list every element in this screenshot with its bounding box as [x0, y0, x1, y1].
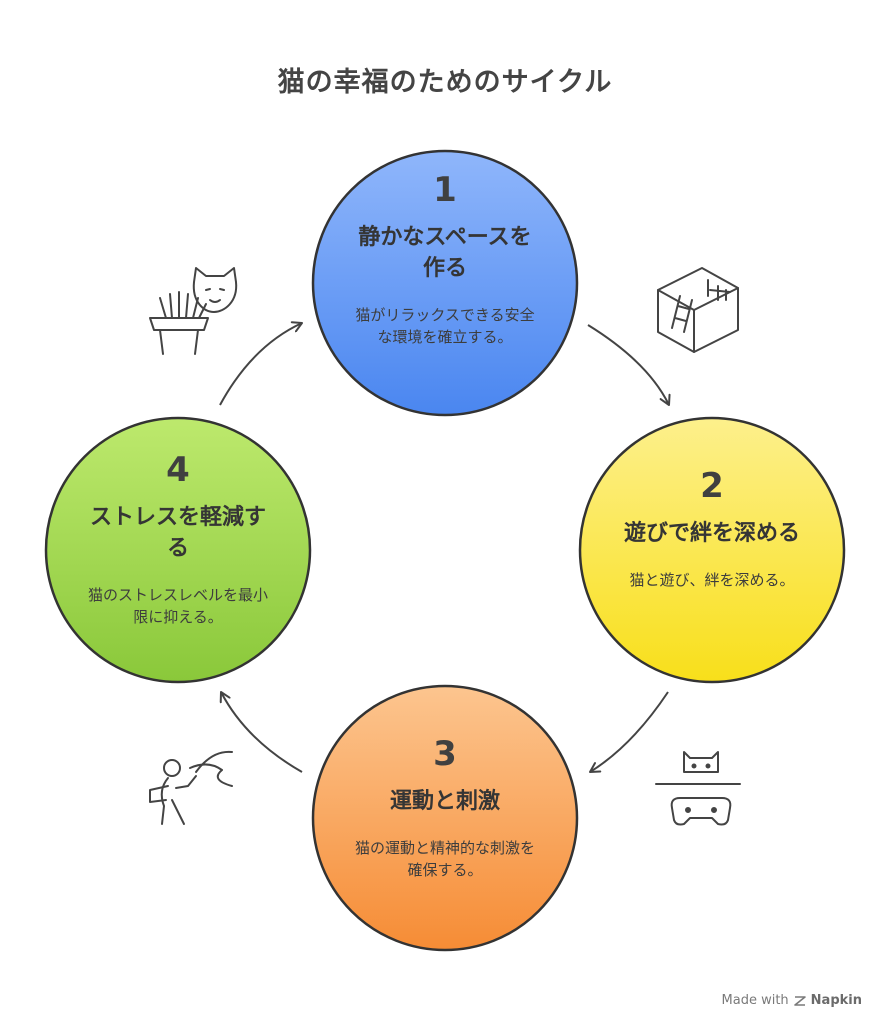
box-ladder-icon	[657, 267, 739, 353]
step-heading: ストレスを軽減す る	[68, 502, 288, 564]
brand-name: Napkin	[810, 993, 862, 1008]
step-heading-line: 静かなスペースを	[358, 225, 532, 250]
person-carrying-box-icon	[149, 750, 233, 825]
step-heading-line: 作る	[422, 256, 467, 281]
step-2-circle	[578, 416, 846, 684]
step-4-circle	[44, 416, 312, 684]
step-description: 猫がリラックスできる安全な環境を確立する。	[355, 306, 535, 346]
step-3-circle	[311, 684, 579, 952]
step-number: 4	[166, 450, 190, 490]
step-heading: 運動と刺激	[389, 789, 500, 814]
step-4-label: 4 ストレスを軽減す る 猫のストレスレベルを最小限に抑える。	[68, 450, 288, 628]
step-heading: 静かなスペースを 作る	[335, 222, 555, 284]
step-description: 猫と遊び、絆を深める。	[629, 571, 795, 589]
arrow-4-to-1	[219, 321, 303, 406]
step-1-circle	[311, 149, 579, 417]
arrow-3-to-4	[219, 691, 303, 773]
arrow-2-to-3	[589, 691, 669, 773]
step-3-label: 3 運動と刺激 猫の運動と精神的な刺激を確保する。	[335, 734, 555, 881]
step-1-label: 1 静かなスペースを 作る 猫がリラックスできる安全な環境を確立する。	[335, 170, 555, 348]
step-2-label: 2 遊びで絆を深める 猫と遊び、絆を深める。	[602, 466, 822, 591]
step-number: 1	[433, 170, 457, 210]
step-heading-line: る	[166, 536, 189, 561]
step-heading-line: ストレスを軽減す	[89, 505, 266, 530]
step-number: 2	[700, 466, 724, 506]
arrow-1-to-2	[587, 324, 671, 406]
step-description: 猫の運動と精神的な刺激を確保する。	[354, 839, 535, 879]
page-title: 猫の幸福のためのサイクル	[277, 67, 613, 98]
napkin-logo-icon	[793, 995, 806, 1006]
cat-game-icon	[655, 751, 741, 826]
step-description: 猫のストレスレベルを最小限に抑える。	[88, 586, 269, 626]
cat-tree-icon	[149, 267, 238, 355]
step-number: 3	[433, 734, 457, 774]
step-heading: 遊びで絆を深める	[623, 521, 800, 546]
footer: Made with Napkin	[722, 993, 862, 1008]
made-with-text: Made with	[721, 993, 789, 1008]
